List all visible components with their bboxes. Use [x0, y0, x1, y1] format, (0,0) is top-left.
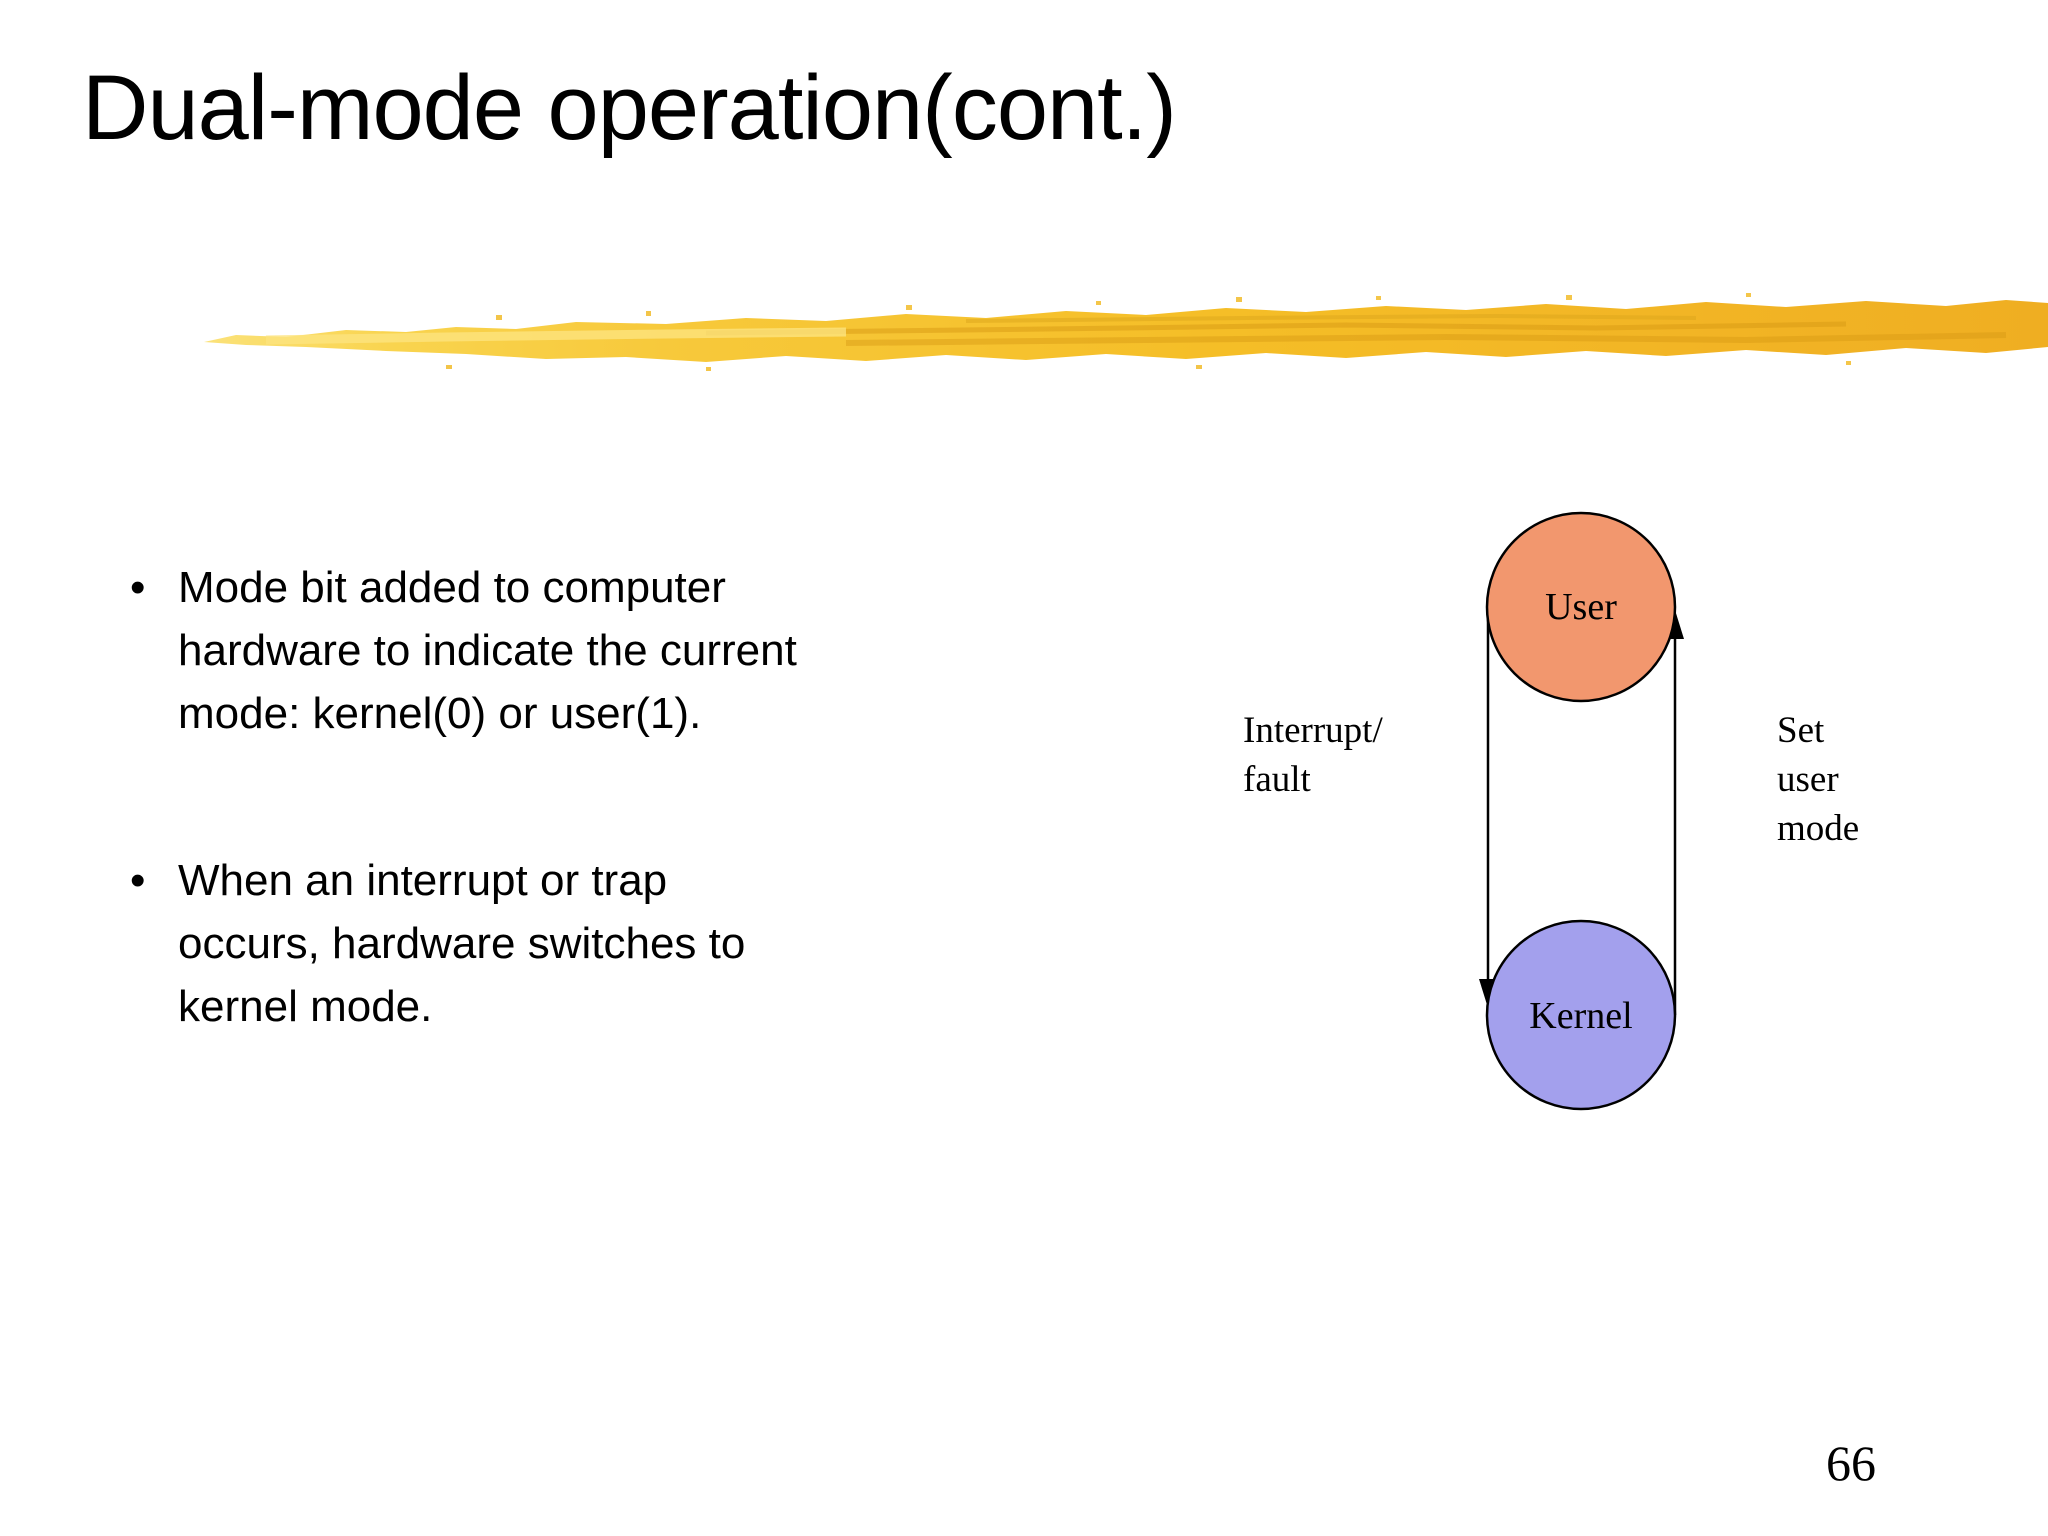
bullet-marker-icon: • [130, 856, 146, 905]
bullet-marker-icon: • [130, 563, 146, 612]
slide-title: Dual-mode operation(cont.) [82, 57, 1177, 159]
brush-body [204, 300, 2048, 362]
bullet-list: • Mode bit added to computer hardware to… [130, 556, 910, 1038]
brush-streak-dark-1 [705, 321, 1847, 336]
kernel-node-circle [1485, 919, 1677, 1111]
bullet-item: • When an interrupt or trap occurs, hard… [130, 849, 910, 1038]
brush-streak-dark-2 [845, 332, 2007, 346]
page-number: 66 [1826, 1435, 1876, 1491]
bullet-text: When an interrupt or trap occurs, hardwa… [178, 856, 746, 1031]
brush-streak-dark-3 [965, 313, 1697, 323]
interrupt-fault-edge-label: Interrupt/ fault [1243, 710, 1383, 800]
brush-stroke-underline [204, 293, 2048, 371]
mode-switch-diagram [1479, 511, 1684, 1111]
kernel-node-label: Kernel [1529, 995, 1633, 1037]
user-node-circle [1485, 511, 1677, 703]
brush-speckles [446, 293, 1851, 371]
user-node-label: User [1545, 586, 1617, 628]
bullet-text: Mode bit added to computer hardware to i… [178, 563, 797, 738]
set-user-mode-edge-label: Set user mode [1777, 710, 1860, 849]
brush-streak-light [265, 327, 847, 345]
bullet-item: • Mode bit added to computer hardware to… [130, 556, 910, 745]
